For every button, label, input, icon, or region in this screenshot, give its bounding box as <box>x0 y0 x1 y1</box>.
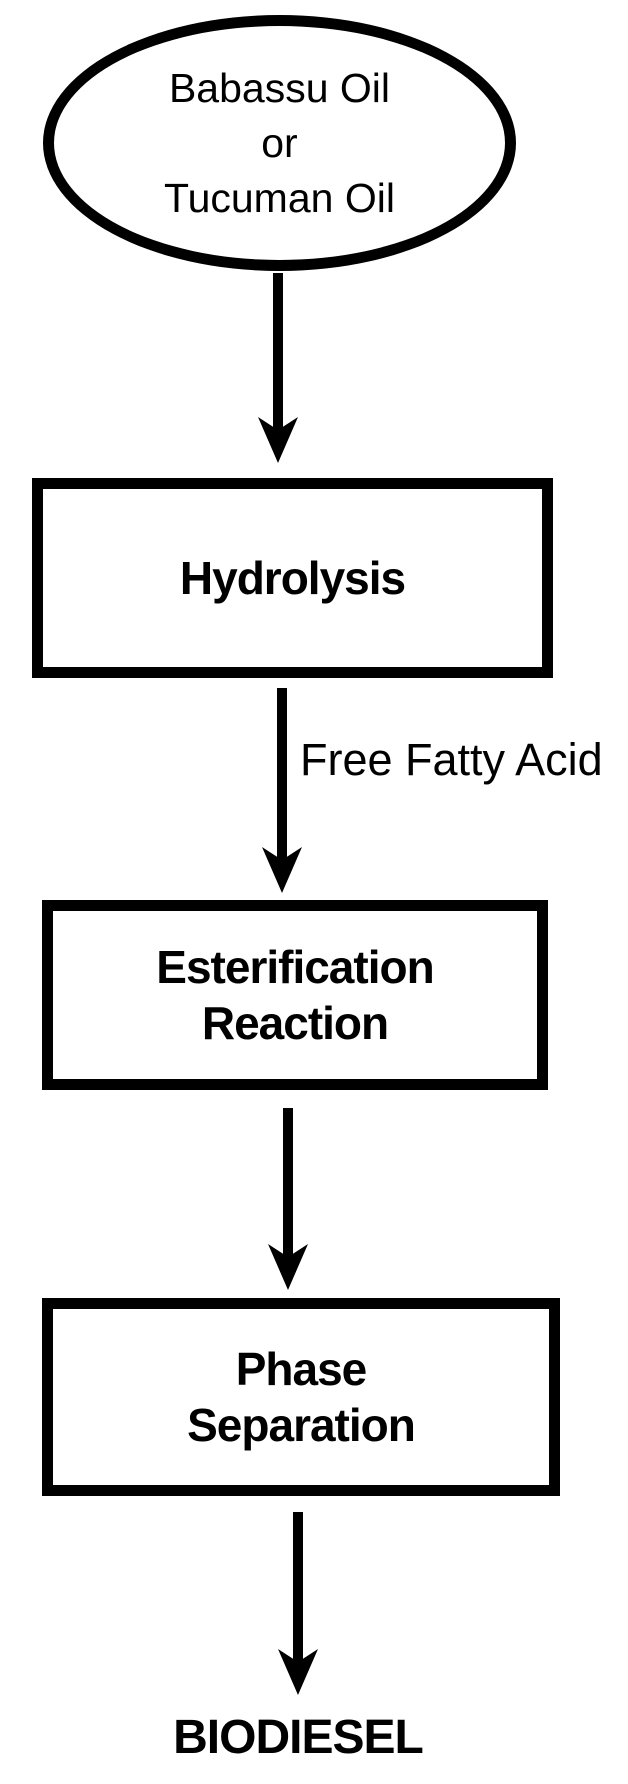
source-node-ellipse: Babassu Oil or Tucuman Oil <box>43 15 516 271</box>
arrow-down-icon <box>268 1108 308 1290</box>
step-label: Hydrolysis <box>179 552 406 604</box>
step-box-esterification-reaction: Esterification Reaction <box>42 900 548 1090</box>
step-label-line-1: Esterification <box>156 941 434 993</box>
source-node-text: Babassu Oil or Tucuman Oil <box>164 61 395 226</box>
source-line-3: Tucuman Oil <box>164 174 395 221</box>
step-box-phase-separation: Phase Separation <box>42 1298 560 1496</box>
arrow-down-icon <box>258 273 298 463</box>
step-label-line-2: Separation <box>187 1399 416 1451</box>
step-label-line-2: Reaction <box>201 997 389 1049</box>
arrow-label-free-fatty-acid: Free Fatty Acid <box>300 734 603 785</box>
arrow-down-icon <box>278 1512 318 1695</box>
step-box-hydrolysis: Hydrolysis <box>32 478 553 678</box>
arrow-down-icon <box>262 688 302 893</box>
output-label-biodiesel: BIODIESEL <box>173 1711 424 1764</box>
step-label-line-1: Phase <box>235 1343 368 1395</box>
source-line-2: or <box>261 119 298 166</box>
source-line-1: Babassu Oil <box>168 64 391 111</box>
